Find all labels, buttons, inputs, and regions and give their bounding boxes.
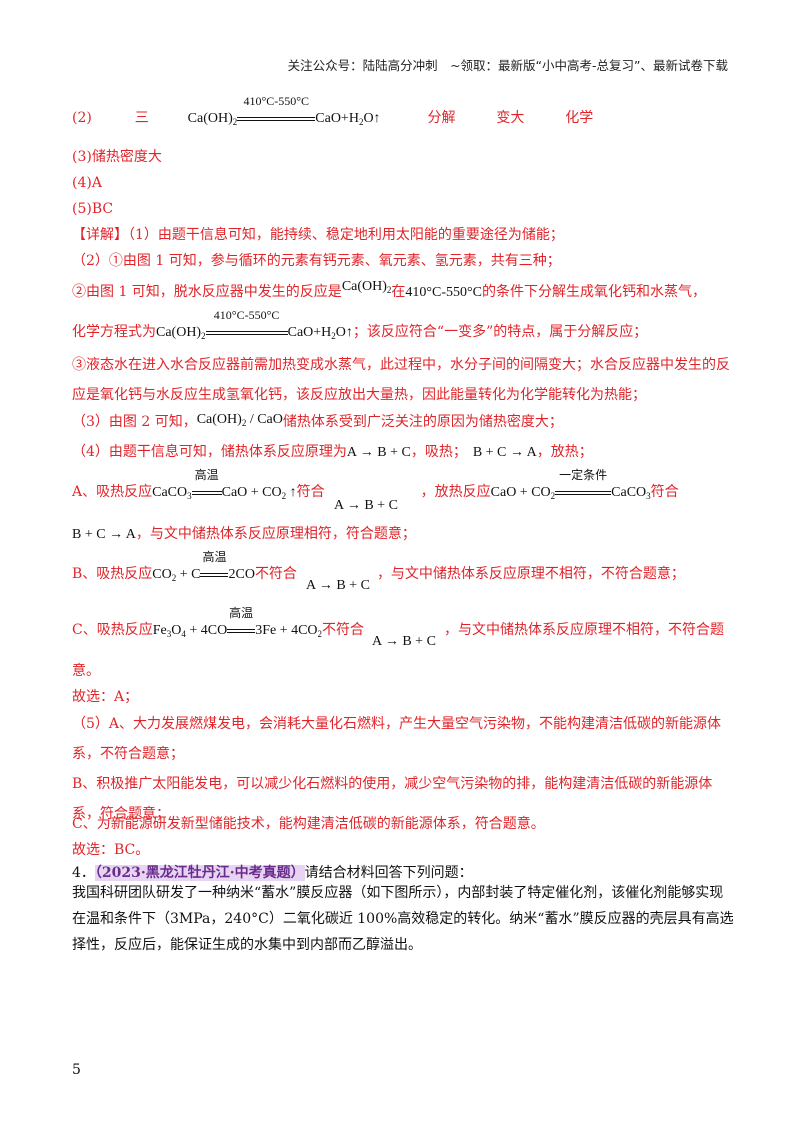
detail-12: 意。 (72, 663, 100, 679)
answer-2-blank-1: 三 (134, 110, 149, 126)
detail-17: 故选：BC。 (72, 842, 150, 858)
page-number: 5 (72, 1062, 81, 1078)
detail-5: ③液态水在进入水合反应器前需加热变成水蒸气，此过程中，水分子间的间隔变大；水合反… (72, 357, 730, 403)
page-header: 关注公众号：陆陆高分冲刺 ~领取：最新版“小中高考-总复习”、最新试卷下载 (287, 58, 728, 73)
detail-13: 故选：A； (72, 689, 139, 705)
detail-7: （4）由题干信息可知，储热体系反应原理为A → B + C，吸热；B + C →… (72, 444, 593, 460)
answer-2-blank-2: 分解 (427, 110, 456, 126)
detail-option-a-cont: B + C → A，与文中储热体系反应原理相符，符合题意； (72, 526, 416, 542)
detail-1: 【详解】（1）由题干信息可知，能持续、稳定地利用太阳能的重要途径为储能； (72, 227, 564, 243)
detail-6: （3）由图 2 可知，Ca(OH)2 / CaO储热体系受到广泛关注的原因为储热… (72, 412, 563, 430)
answer-2-blank-4: 化学 (565, 110, 594, 126)
question-4-body: 我国科研团队研发了一种纳米“蓄水”膜反应器（如下图所示），内部封装了特定催化剂，… (72, 885, 734, 953)
detail-2: （2）①由图 1 可知，参与循环的元素有钙元素、氧元素、氢元素，共有三种； (72, 253, 561, 269)
detail-option-b-under: A → B + C (306, 578, 370, 593)
question-4-heading: 4．（2023·黑龙江牡丹江·中考真题）请结合材料回答下列问题： (72, 865, 473, 881)
answer-2-number: (2) (72, 110, 92, 126)
answer-3: (3)储热密度大 (72, 149, 162, 165)
answer-2-blank-3: 变大 (496, 110, 525, 126)
detail-15: B、积极推广太阳能发电，可以减少化石燃料的使用，减少空气污染物的排，能构建清洁低… (72, 776, 713, 822)
detail-option-a-under: A → B + C (334, 498, 398, 513)
question-source-tag: （2023·黑龙江牡丹江·中考真题） (94, 865, 305, 881)
detail-16: C、为新能源研发新型储能技术，能构建清洁低碳的新能源体系，符合题意。 (72, 816, 545, 832)
answer-5: (5)BC (72, 201, 114, 217)
detail-3: ②由图 1 可知，脱水反应器中发生的反应是Ca(OH)2在410°C-550°C… (72, 279, 706, 300)
detail-option-c-under: A → B + C (372, 634, 436, 649)
answer-4: (4)A (72, 175, 102, 191)
detail-14: （5）A、大力发展燃煤发电，会消耗大量化石燃料，产生大量空气污染物，不能构建清洁… (72, 716, 722, 762)
